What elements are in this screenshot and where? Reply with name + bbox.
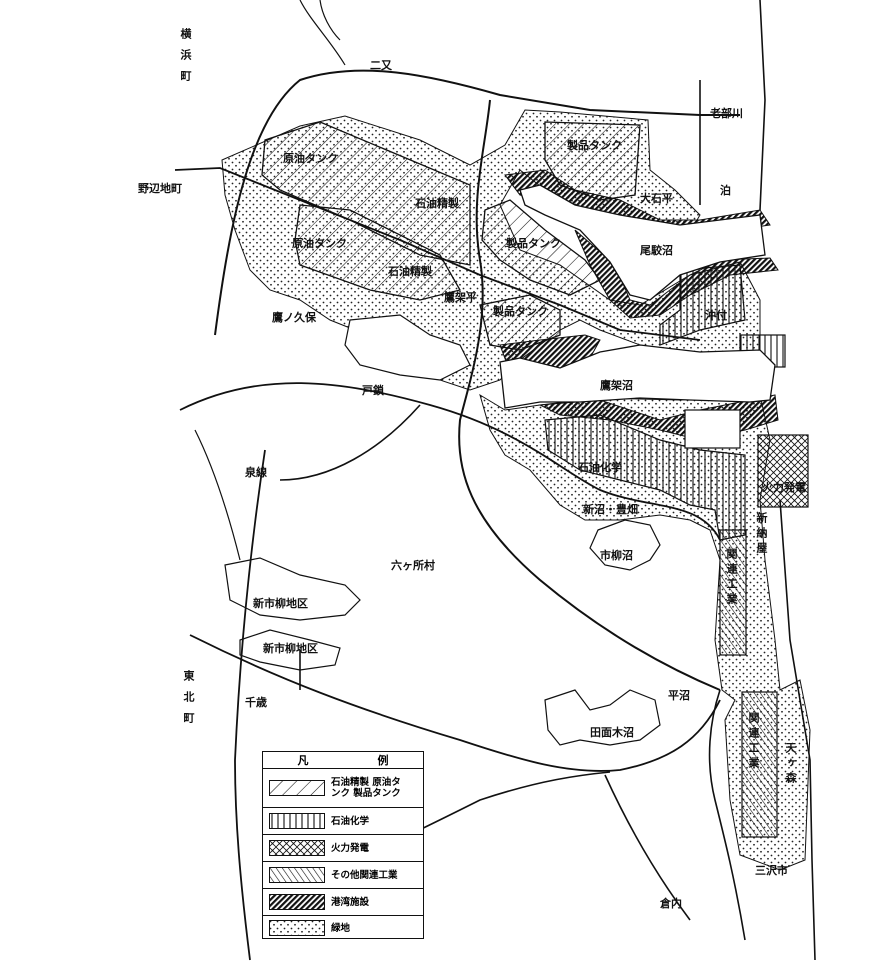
legend-text-petrochem: 石油化学 [331,815,370,827]
label-okitsu: 沖付 [705,309,727,322]
label-crude-tank-1: 原油タンク [283,152,338,165]
related-swatch [269,867,325,883]
road-senboku [279,404,421,481]
label-obuchigawa: 老部川 [710,107,743,120]
legend-text-green: 緑地 [331,922,351,934]
coastline-east [759,0,816,961]
road-left [194,429,241,561]
thermal-power-area [757,434,809,508]
harbor-middle [574,229,779,319]
road-south-east [604,774,691,921]
label-takahoko-lake: 鷹架沼 [600,379,633,392]
obuchi-lake [519,184,766,301]
railway-west [174,167,701,341]
label-related-industry-1: 関連工業 [725,548,738,608]
label-shinnuma-toyohata: 新沼・豊畑 [583,503,638,516]
legend-header: 凡 例 [263,752,423,769]
label-takanosu: 鷹ノ久保 [272,311,316,324]
label-new-ichiyanagi-b: 新市柳地区 [253,597,308,610]
legend-item-related: その他関連工業 [263,862,423,889]
takahoko-lake [499,344,776,409]
related-industry-area-2 [741,691,778,838]
label-senboku: 泉線 [245,466,267,479]
road-south-west [179,382,721,541]
label-refinery-2: 石油精製 [388,265,432,278]
label-kurauchi: 倉内 [660,897,682,910]
label-ichiyanagi-lake: 市柳沼 [600,549,633,562]
legend-item-thermal: 火力発電 [263,835,423,862]
label-tomari: 泊 [720,184,731,197]
legend-text-refinery: 石油精製 原油タンク 製品タンク [331,777,401,799]
petrochem-area-south [544,414,746,541]
label-amagamori: 天ヶ森 [784,742,797,787]
legend-header-left: 凡 [297,754,309,767]
label-petrochemical: 石油化学 [578,461,622,474]
petrochem-swatch [269,813,325,829]
label-futamata: 二又 [370,59,392,72]
label-oishidai: 大石平 [640,192,673,205]
label-tamenoki-lake: 田面木沼 [590,726,634,739]
green-swatch [269,920,325,936]
road-north-top [299,0,346,66]
west-pond [344,314,471,381]
crude-tank-area-2 [294,204,461,301]
road-south [189,634,721,772]
legend-item-petrochem: 石油化学 [263,808,423,835]
label-product-tank-3: 製品タンク [493,305,548,318]
harbor-swatch [269,894,325,910]
road-central [458,99,721,691]
petrochem-block-2 [684,409,741,449]
label-chitose: 千歳 [245,696,267,709]
label-crude-tank-2: 原油タンク [292,237,347,250]
road-north [214,69,701,336]
product-tank-area-2 [481,199,601,296]
refinery-swatch [269,780,325,796]
legend-item-refinery: 石油精製 原油タンク 製品タンク [263,769,423,808]
tamenoki-lake [544,689,661,746]
legend-text-thermal: 火力発電 [331,842,370,854]
road-coastal [708,689,746,941]
related-industry-area-1 [719,529,747,656]
legend-text-related: その他関連工業 [331,869,398,881]
label-related-industry-2: 関連工業 [747,712,760,772]
product-tank-area-3 [479,294,561,351]
label-new-ichiyanagi-a: 新市柳地区 [263,642,318,655]
map-legend: 凡 例 石油精製 原油タンク 製品タンク 石油化学 火力発電 その他関連工業 港… [262,751,424,939]
label-obuchi-lake: 尾駮沼 [640,244,673,257]
thermal-swatch [269,840,325,856]
legend-item-green: 緑地 [263,916,423,940]
ichiyanagi-lake [589,519,661,571]
label-thermal-power: 火力発電 [762,481,806,494]
label-refinery-1: 石油精製 [415,197,459,210]
label-product-tank-1: 製品タンク [567,139,622,152]
ichiyanagi-a-lake [239,629,341,671]
label-product-tank-2: 製品タンク [506,237,561,250]
road-west-branch [234,449,266,961]
label-tomarimura: 戸鎖 [362,384,384,397]
label-hiranuma: 平沼 [668,689,690,702]
legend-header-right: 例 [377,754,389,767]
label-rokkasho-village: 六ヶ所村 [391,559,435,572]
label-noheji-town: 野辺地町 [138,182,182,195]
label-takahoko-plain: 鷹架平 [444,291,477,304]
legend-text-harbor: 港湾施設 [331,896,370,908]
label-yokohama-town: 横浜町 [179,28,192,91]
legend-item-harbor: 港湾施設 [263,889,423,916]
label-tohoku-town: 東北町 [182,670,195,733]
label-misawa-city: 三沢市 [755,864,788,877]
label-shinnaya: 新納屋 [755,512,768,557]
